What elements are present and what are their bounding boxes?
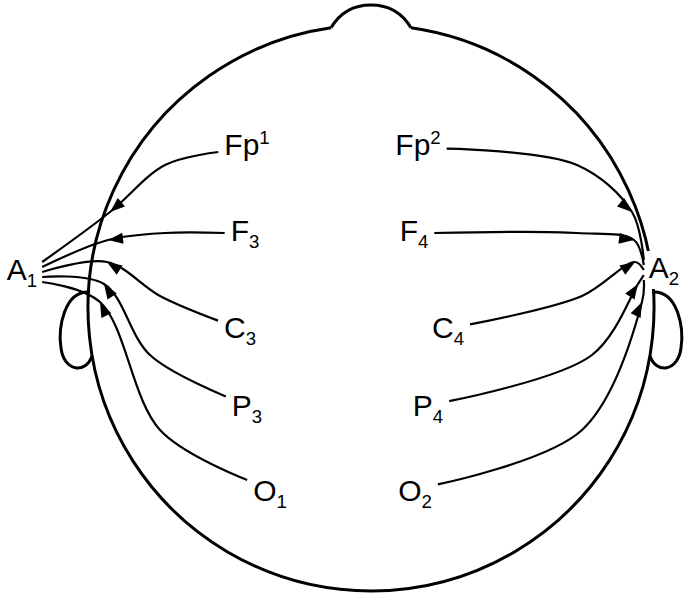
- arrow-head: [100, 302, 111, 318]
- electrode-letters: C: [224, 311, 246, 344]
- electrode-label: Fp1: [221, 127, 272, 163]
- nose: [331, 5, 411, 28]
- arrow-head: [107, 262, 123, 275]
- electrode-label: Fp2: [392, 127, 443, 163]
- electrode-label: C4: [429, 311, 467, 349]
- arrow-line: [42, 232, 224, 267]
- arrow-line: [447, 149, 644, 260]
- head-circle: [88, 28, 654, 591]
- electrode-label: C3: [221, 311, 259, 349]
- reference-arrow: [42, 152, 218, 262]
- electrode-name: F4: [400, 214, 429, 252]
- electrode-letters: Fp: [224, 128, 259, 161]
- arrow-head: [625, 284, 638, 300]
- electrode-letters: O: [253, 474, 276, 507]
- reference-arrow: [470, 262, 644, 324]
- electrode-label: F4: [397, 214, 432, 252]
- reference-arrow: [42, 282, 247, 480]
- electrode-name: F3: [231, 214, 260, 252]
- electrode-index: 2: [422, 491, 432, 512]
- electrode-index: 2: [669, 268, 679, 289]
- electrode-index: 1: [27, 270, 37, 291]
- electrode-label: P3: [229, 389, 265, 427]
- arrow-line: [470, 262, 644, 324]
- electrode-index: 1: [277, 491, 287, 512]
- arrow-head: [618, 233, 634, 244]
- electrode-label: P4: [410, 389, 446, 427]
- arrow-line: [42, 282, 247, 480]
- reference-arrow: [42, 261, 218, 320]
- arrow-head: [110, 198, 125, 212]
- arrow-line: [438, 280, 644, 484]
- arrow-head: [631, 302, 642, 318]
- electrode-letters: O: [398, 474, 421, 507]
- electrode-label: A2: [646, 251, 682, 289]
- electrode-index: 1: [259, 127, 269, 148]
- arrow-head: [617, 198, 632, 212]
- arrow-line: [42, 261, 218, 320]
- electrode-letters: F: [400, 214, 418, 247]
- arrow-line: [434, 232, 643, 265]
- electrode-name: A2: [649, 251, 679, 289]
- electrode-label: O2: [395, 474, 435, 512]
- left-ear: [60, 292, 92, 368]
- electrode-label: F3: [228, 214, 263, 252]
- electrode-label: O1: [250, 474, 290, 512]
- electrode-name: C3: [224, 311, 256, 349]
- arrow-head: [104, 284, 117, 300]
- electrode-name: A1: [7, 253, 37, 291]
- electrode-letters: P: [232, 389, 252, 422]
- reference-arrow: [434, 232, 643, 265]
- electrode-letters: F: [231, 214, 249, 247]
- electrode-letters: Fp: [395, 128, 430, 161]
- electrode-letters: C: [432, 311, 454, 344]
- electrode-index: 3: [246, 328, 256, 349]
- reference-arrow: [447, 149, 644, 260]
- electrode-name: P3: [232, 389, 262, 427]
- electrode-name: Fp2: [395, 127, 440, 163]
- electrode-letters: A: [649, 251, 669, 284]
- electrode-index: 3: [252, 406, 262, 427]
- electrode-index: 3: [249, 231, 259, 252]
- electrode-index: 2: [430, 127, 440, 148]
- electrode-index: 4: [418, 231, 428, 252]
- right-ear: [650, 292, 682, 368]
- reference-arrow: [438, 280, 644, 484]
- electrode-name: P4: [413, 389, 443, 427]
- arrow-line: [42, 152, 218, 262]
- electrode-letters: P: [413, 389, 433, 422]
- electrode-label: A1: [4, 253, 40, 291]
- electrode-index: 4: [433, 406, 443, 427]
- electrode-name: C4: [432, 311, 464, 349]
- arrow-head: [108, 233, 124, 244]
- electrode-letters: A: [7, 253, 27, 286]
- electrode-name: Fp1: [224, 127, 269, 163]
- reference-arrow: [42, 232, 224, 267]
- electrode-index: 4: [454, 328, 464, 349]
- electrode-name: O2: [398, 474, 432, 512]
- arrow-head: [619, 262, 635, 275]
- electrode-name: O1: [253, 474, 287, 512]
